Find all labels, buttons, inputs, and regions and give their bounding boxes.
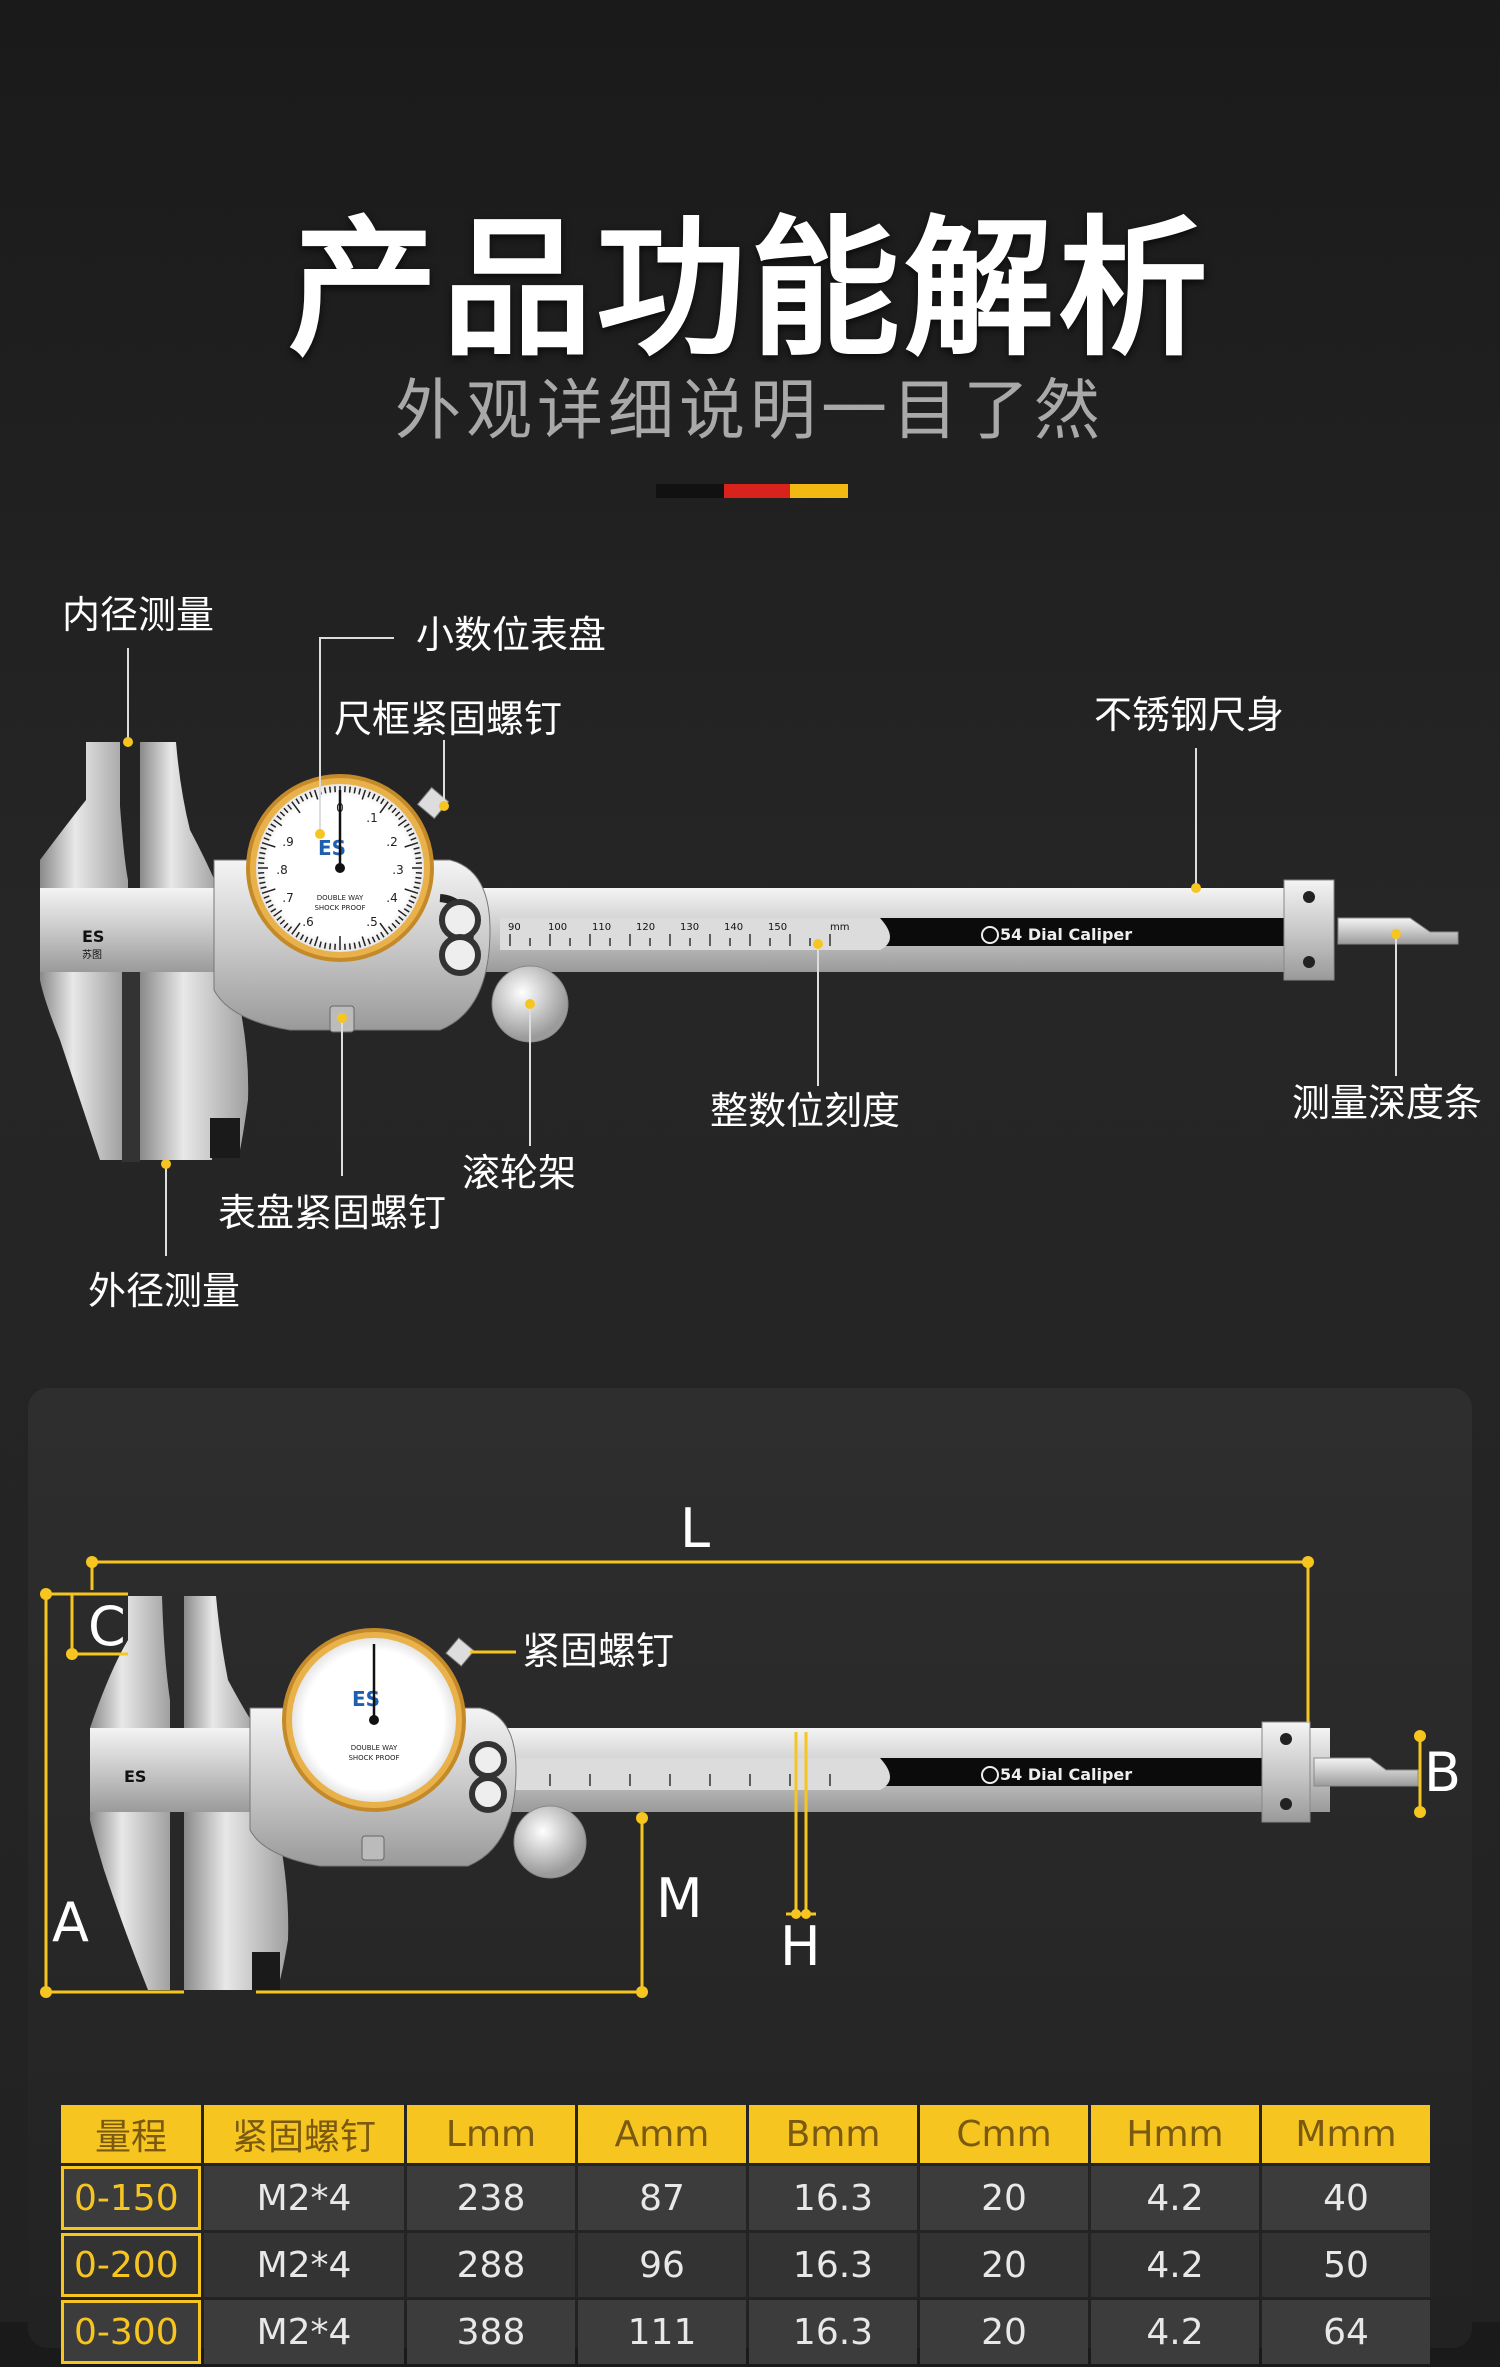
dim-dot — [40, 1588, 52, 1600]
end-block-screw — [1280, 1798, 1292, 1810]
header-screw: 紧固螺钉 — [204, 2105, 404, 2163]
dim-dot — [86, 1556, 98, 1568]
dim-label-H: H — [780, 1920, 821, 1974]
depth-bar — [1314, 1758, 1418, 1786]
table-cell: 111 — [578, 2300, 746, 2364]
roller-wheel — [514, 1806, 586, 1878]
table-row: 0-200 M2*4 288 96 16.3 20 4.2 50 — [61, 2233, 1430, 2297]
table-cell: 20 — [920, 2300, 1088, 2364]
thumb-screw — [472, 1744, 504, 1776]
dim-dot — [1414, 1806, 1426, 1818]
cell-range: 0-300 — [61, 2300, 201, 2364]
fixed-jaw-lower — [90, 1812, 170, 1990]
dim-dot — [40, 1986, 52, 1998]
table-header-row: 量程 紧固螺钉 Lmm Amm Bmm Cmm Hmm Mmm — [61, 2105, 1430, 2163]
header-B: Bmm — [749, 2105, 917, 2163]
table-cell: 20 — [920, 2166, 1088, 2230]
dial-brand: ES — [352, 1687, 380, 1711]
table-cell: 64 — [1262, 2300, 1430, 2364]
table-cell: 20 — [920, 2233, 1088, 2297]
sliding-jaw-upper — [184, 1596, 256, 1728]
table-cell: 96 — [578, 2233, 746, 2297]
dial-screw — [362, 1836, 384, 1860]
table-cell: 16.3 — [749, 2300, 917, 2364]
dim-dot — [66, 1648, 78, 1660]
table-cell: 4.2 — [1091, 2233, 1259, 2297]
dial-hub — [369, 1715, 379, 1725]
table-cell: M2*4 — [204, 2166, 404, 2230]
table-cell: 238 — [407, 2166, 575, 2230]
table-cell: M2*4 — [204, 2233, 404, 2297]
dim-line-L — [92, 1562, 1308, 1722]
table-row: 0-150 M2*4 238 87 16.3 20 4.2 40 — [61, 2166, 1430, 2230]
dim-label-C: C — [88, 1600, 126, 1654]
dim-dot — [636, 1812, 648, 1824]
table-cell: 388 — [407, 2300, 575, 2364]
sliding-jaw-tip — [252, 1952, 280, 1990]
header-C: Cmm — [920, 2105, 1088, 2163]
header-A: Amm — [578, 2105, 746, 2163]
table-cell: 87 — [578, 2166, 746, 2230]
beam-scale-area — [500, 1758, 890, 1790]
cell-range: 0-200 — [61, 2233, 201, 2297]
header-M: Mmm — [1262, 2105, 1430, 2163]
table-cell: 50 — [1262, 2233, 1430, 2297]
end-block-screw — [1280, 1733, 1292, 1745]
table-cell: 40 — [1262, 2166, 1430, 2230]
table-cell: 4.2 — [1091, 2166, 1259, 2230]
header-range: 量程 — [61, 2105, 201, 2163]
brand-logo: ES — [124, 1767, 146, 1786]
dial-text-1: DOUBLE WAY — [351, 1744, 398, 1752]
thumb-screw — [472, 1778, 504, 1810]
spec-table: 量程 紧固螺钉 Lmm Amm Bmm Cmm Hmm Mmm 0-150 M2… — [58, 2102, 1433, 2367]
table-row: 0-300 M2*4 388 111 16.3 20 4.2 64 — [61, 2300, 1430, 2364]
dim-label-M: M — [656, 1872, 703, 1926]
header-L: Lmm — [407, 2105, 575, 2163]
dim-dot — [636, 1986, 648, 1998]
table-cell: 16.3 — [749, 2233, 917, 2297]
table-cell: 16.3 — [749, 2166, 917, 2230]
caliper-illustration-dimensions: 54 Dial Caliper ES ES DOUBLE WAY SHOCK P… — [0, 0, 1500, 2100]
table-cell: 4.2 — [1091, 2300, 1259, 2364]
table-cell: M2*4 — [204, 2300, 404, 2364]
dim-dot — [1302, 1556, 1314, 1568]
header-H: Hmm — [1091, 2105, 1259, 2163]
frame-screw — [446, 1638, 474, 1666]
caliper-model-text: 54 Dial Caliper — [1000, 1765, 1132, 1784]
dim-label-B: B — [1424, 1746, 1461, 1800]
dim-label-L: L — [680, 1502, 710, 1556]
dim-label-screw: 紧固螺钉 — [522, 1632, 674, 1670]
cell-range: 0-150 — [61, 2166, 201, 2230]
dial-text-2: SHOCK PROOF — [348, 1754, 399, 1762]
dim-label-A: A — [52, 1896, 89, 1950]
table-cell: 288 — [407, 2233, 575, 2297]
